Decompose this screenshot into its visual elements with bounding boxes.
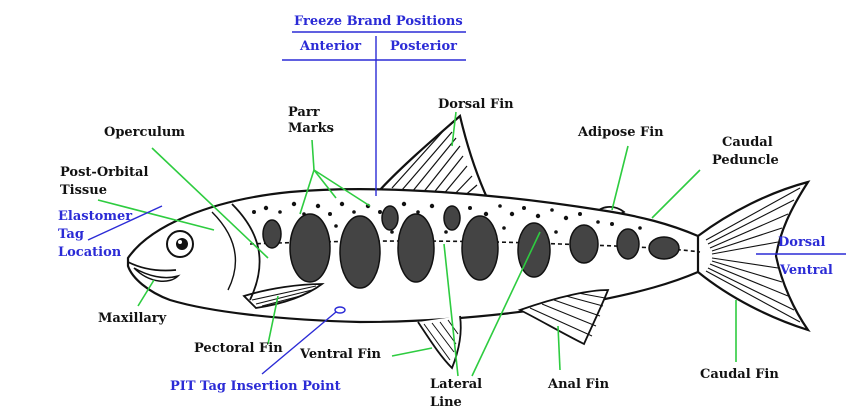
pit-tag-label: PIT Tag Insertion Point bbox=[170, 379, 341, 394]
adipose-fin-label: Adipose Fin bbox=[577, 125, 664, 140]
ventral-label: Ventral bbox=[779, 263, 833, 278]
parr-marks-label-line1: Parr bbox=[288, 105, 320, 120]
parr-mark bbox=[570, 225, 598, 263]
eye bbox=[167, 231, 193, 257]
maxillary-label: Maxillary bbox=[98, 311, 167, 326]
post-orbital-label-line1: Post-Orbital bbox=[60, 165, 148, 180]
dorsal-fin-label: Dorsal Fin bbox=[438, 97, 514, 112]
freeze-brand-title: Freeze Brand Positions bbox=[294, 14, 463, 29]
operculum-label: Operculum bbox=[104, 125, 185, 140]
dorsal-fin-shape bbox=[378, 116, 488, 200]
lateral-line-label-line1: Lateral bbox=[430, 377, 482, 392]
anal-fin-label: Anal Fin bbox=[547, 377, 610, 392]
dorsal-label: Dorsal bbox=[778, 235, 826, 250]
leader-ventral bbox=[392, 348, 432, 356]
pectoral-fin-label: Pectoral Fin bbox=[194, 341, 283, 356]
caudal-fin-shape bbox=[698, 182, 808, 330]
leader-adipose bbox=[612, 146, 628, 210]
parr-mark bbox=[340, 216, 380, 288]
caudal-peduncle-label-line1: Caudal bbox=[722, 135, 773, 150]
posterior-label: Posterior bbox=[390, 39, 457, 54]
elastomer-label-line2: Tag bbox=[58, 227, 84, 242]
leader-anal bbox=[558, 326, 560, 370]
parr-mark bbox=[398, 214, 434, 282]
parr-mark bbox=[617, 229, 639, 259]
leader-caudal-peduncle bbox=[652, 170, 700, 218]
parr-mark bbox=[462, 216, 498, 280]
parr-mark bbox=[444, 206, 460, 230]
anterior-label: Anterior bbox=[299, 39, 361, 54]
parr-mark bbox=[649, 237, 679, 259]
parr-marks-label-line2: Marks bbox=[288, 121, 334, 136]
parr-mark bbox=[290, 214, 330, 282]
caudal-peduncle-label-line2: Peduncle bbox=[712, 153, 779, 168]
elastomer-label-line3: Location bbox=[58, 245, 122, 260]
caudal-fin-label: Caudal Fin bbox=[700, 367, 779, 382]
post-orbital-label-line2: Tissue bbox=[60, 183, 107, 198]
fish-illustration bbox=[128, 116, 808, 368]
parr-mark bbox=[382, 206, 398, 230]
leader-parr-1 bbox=[312, 140, 314, 170]
elastomer-label-line1: Elastomer bbox=[58, 209, 132, 224]
ventral-fin-label: Ventral Fin bbox=[299, 347, 382, 362]
parr-mark bbox=[263, 220, 281, 248]
lateral-line-label-line2: Line bbox=[430, 395, 462, 410]
